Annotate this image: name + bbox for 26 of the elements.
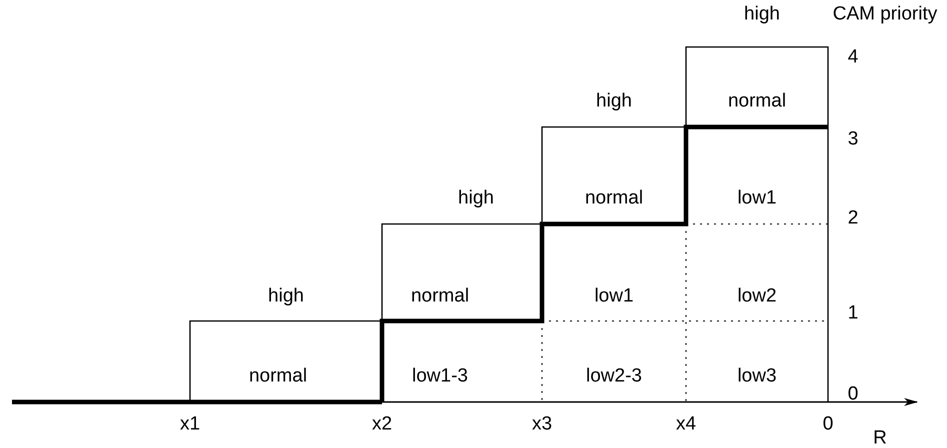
priority-label: normal (728, 92, 786, 110)
priority-label: low1 (737, 188, 777, 208)
tick-label: x4 (676, 414, 696, 434)
priority-label: low3 (737, 366, 777, 386)
tick-label: 3 (848, 130, 858, 148)
tick-label: 0 (848, 384, 858, 404)
tick-label: x2 (372, 414, 392, 434)
priority-label: normal (410, 286, 470, 306)
tick-label: x1 (180, 414, 200, 434)
axis-title: R (873, 428, 887, 448)
priority-label: low1 (594, 286, 634, 306)
priority-label: low2-3 (586, 366, 642, 386)
tick-label: 0 (822, 414, 834, 434)
priority-label: low2 (737, 286, 777, 306)
tick-label: 4 (848, 48, 858, 66)
priority-label: low1-3 (412, 366, 468, 386)
priority-label: normal (248, 366, 308, 386)
tick-label: 1 (848, 304, 858, 322)
tick-label: x3 (532, 414, 552, 434)
tick-label: 2 (848, 208, 858, 228)
priority-label: high (268, 286, 304, 306)
priority-label: high (744, 4, 780, 24)
priority-label: high (596, 92, 632, 110)
axis-title: CAM priority (832, 4, 938, 24)
priority-label: normal (584, 188, 644, 208)
priority-label: high (458, 188, 494, 208)
